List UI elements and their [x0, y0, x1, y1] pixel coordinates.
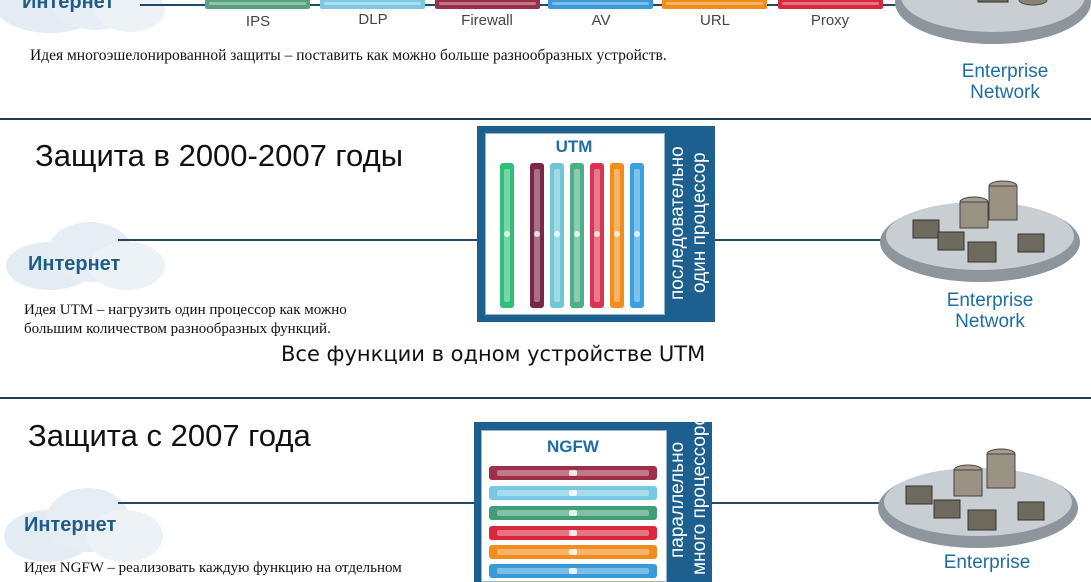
- utm-note: Идея UTM – нагрузить один процессор как …: [24, 301, 347, 339]
- ngfw-function-bar: [489, 506, 657, 520]
- ngfw-function-bar: [489, 526, 657, 540]
- connection-line: [712, 502, 880, 504]
- dlp-device-icon: [320, 0, 425, 9]
- proxy-device-icon: [778, 0, 883, 9]
- cloud-icon: [6, 222, 165, 290]
- utm-function-bar: [610, 163, 624, 308]
- enterprise-network-label-1: Enterprise Network: [935, 61, 1075, 103]
- ngfw-function-bar: [489, 545, 657, 559]
- enterprise-network-icon: [878, 448, 1078, 548]
- enterprise-network-label-3: Enterprise: [917, 552, 1057, 573]
- ngfw-function-bar: [489, 486, 657, 500]
- av-device-icon: [548, 0, 653, 9]
- ngfw-side-line1: параллельно: [667, 441, 688, 559]
- device-label-dlp: DLP: [358, 11, 388, 28]
- utm-tagline: Все функции в одном устройстве UTM: [281, 342, 706, 366]
- section-heading-ngfw: Защита с 2007 года: [28, 418, 311, 453]
- enterprise-label-line1: Enterprise: [961, 61, 1049, 82]
- cloud-icon: [0, 0, 165, 33]
- firewall-device-icon: [435, 0, 540, 9]
- enterprise-network-icon: [895, 0, 1091, 44]
- device-label-av: AV: [591, 12, 611, 29]
- device-label-ips: IPS: [245, 13, 271, 30]
- section-divider: [0, 397, 1091, 399]
- internet-label-3: Интернет: [24, 514, 117, 536]
- ngfw-side-line2: много процессоров: [689, 404, 710, 575]
- utm-function-bar: [570, 163, 584, 308]
- ngfw-box-title: NGFW: [547, 437, 599, 456]
- ips-device-icon: [205, 0, 310, 9]
- ngfw-function-bar: [489, 564, 657, 578]
- connection-line: [118, 502, 475, 504]
- internet-label-1: Интернет: [22, 0, 115, 13]
- utm-function-bar: [630, 163, 644, 308]
- section-heading-utm: Защита в 2000-2007 годы: [35, 138, 403, 173]
- utm-side-line1: последовательно: [667, 146, 688, 300]
- enterprise-label-line1: Enterprise: [943, 552, 1031, 573]
- cloud-icon: [4, 488, 163, 562]
- ngfw-side-caption: параллельно много процессоров: [667, 405, 711, 575]
- internet-label-2: Интернет: [28, 253, 121, 275]
- utm-function-bar: [590, 163, 604, 308]
- section-divider: [0, 118, 1091, 120]
- enterprise-network-label-2: Enterprise Network: [920, 290, 1060, 332]
- utm-box-title: UTM: [555, 137, 593, 156]
- device-label-firewall: Firewall: [461, 12, 513, 29]
- url-device-icon: [662, 0, 767, 9]
- ngfw-function-bar: [489, 466, 657, 480]
- utm-side-line2: один процессор: [689, 152, 710, 294]
- device-label-proxy: Proxy: [810, 12, 850, 29]
- utm-function-bar: [550, 163, 564, 308]
- utm-function-bar: [530, 163, 544, 308]
- enterprise-label-line1: Enterprise: [946, 290, 1034, 311]
- connection-line: [118, 239, 478, 241]
- device-label-url: URL: [699, 12, 730, 29]
- ngfw-note: Идея NGFW – реализовать каждую функцию н…: [24, 560, 402, 576]
- utm-note-line2: большим количеством разнообразных функци…: [24, 321, 331, 337]
- layered-defense-note: Идея многоэшелонированной защиты – поста…: [30, 47, 667, 64]
- utm-note-line1: Идея UTM – нагрузить один процессор как …: [24, 302, 347, 318]
- utm-function-bar: [500, 163, 514, 308]
- connection-line: [714, 239, 882, 241]
- enterprise-network-icon: [880, 180, 1080, 282]
- utm-side-caption: последовательно один процессор: [667, 133, 713, 313]
- enterprise-label-line2: Network: [970, 82, 1040, 103]
- enterprise-label-line2: Network: [955, 311, 1025, 332]
